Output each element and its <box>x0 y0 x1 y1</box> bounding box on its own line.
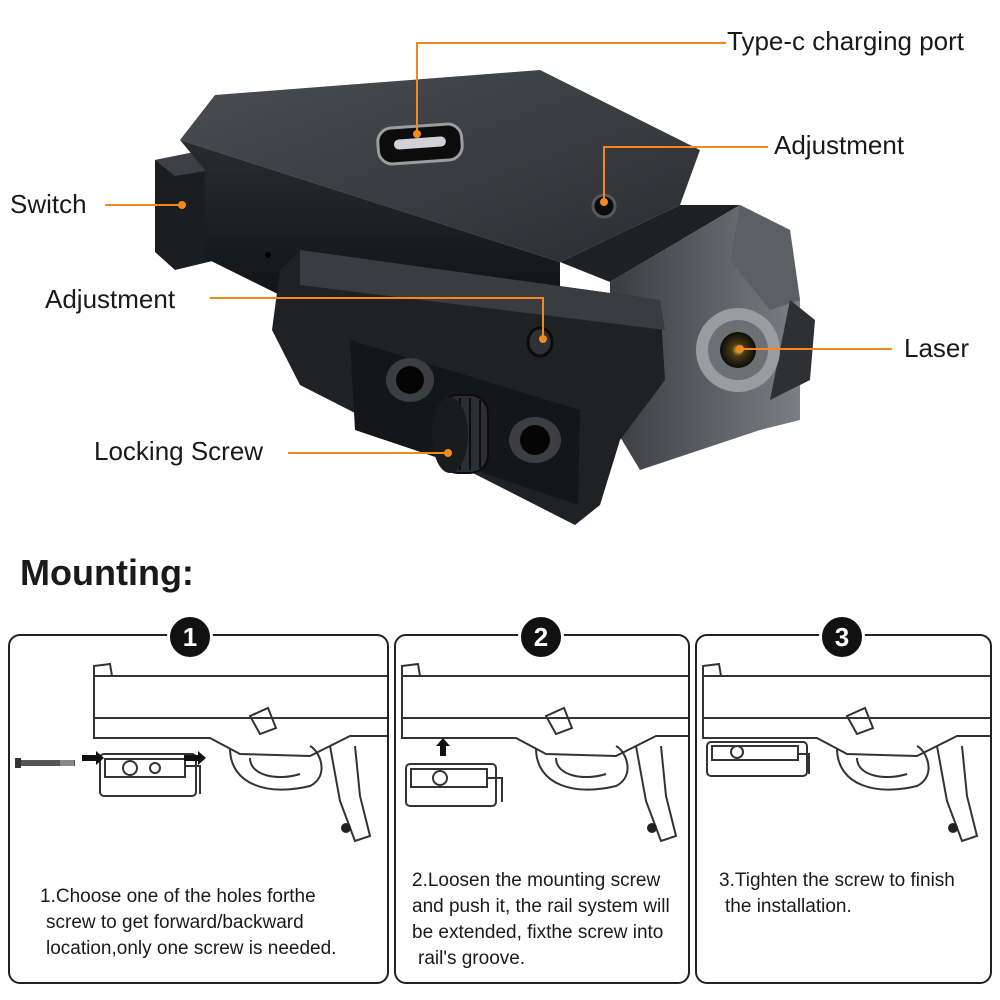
step-1-panel: 1.Choose one of the holes forthe screw t… <box>8 634 389 984</box>
callout-charging-port: Type-c charging port <box>727 26 965 56</box>
callout-adjustment-side: Adjustment <box>45 284 176 314</box>
step-2-panel: 2.Loosen the mounting screw and push it,… <box>394 634 690 984</box>
callout-adjustment-top: Adjustment <box>774 130 905 160</box>
callout-locking-screw: Locking Screw <box>94 436 264 466</box>
callout-laser: Laser <box>904 333 970 363</box>
step-2-badge: 2 <box>518 614 564 660</box>
callout-switch: Switch <box>10 189 87 219</box>
body-top <box>180 70 700 262</box>
step-1-pistol-diagram <box>15 662 387 843</box>
step-1-badge: 1 <box>167 614 213 660</box>
step-3-panel: 3.Tighten the screw to finish the instal… <box>695 634 992 984</box>
mounting-title: Mounting: <box>20 552 194 593</box>
step-3-text: 3.Tighten the screw to finish the instal… <box>719 870 955 917</box>
step-2-text: 2.Loosen the mounting screw and push it,… <box>412 870 670 969</box>
step-2-pistol-diagram <box>401 662 688 843</box>
step-3-pistol-diagram <box>702 662 990 843</box>
laser-sight-illustration <box>155 70 815 525</box>
step-3-badge: 3 <box>819 614 865 660</box>
step-1-text: 1.Choose one of the holes forthe screw t… <box>40 886 337 959</box>
body-side <box>180 140 560 300</box>
